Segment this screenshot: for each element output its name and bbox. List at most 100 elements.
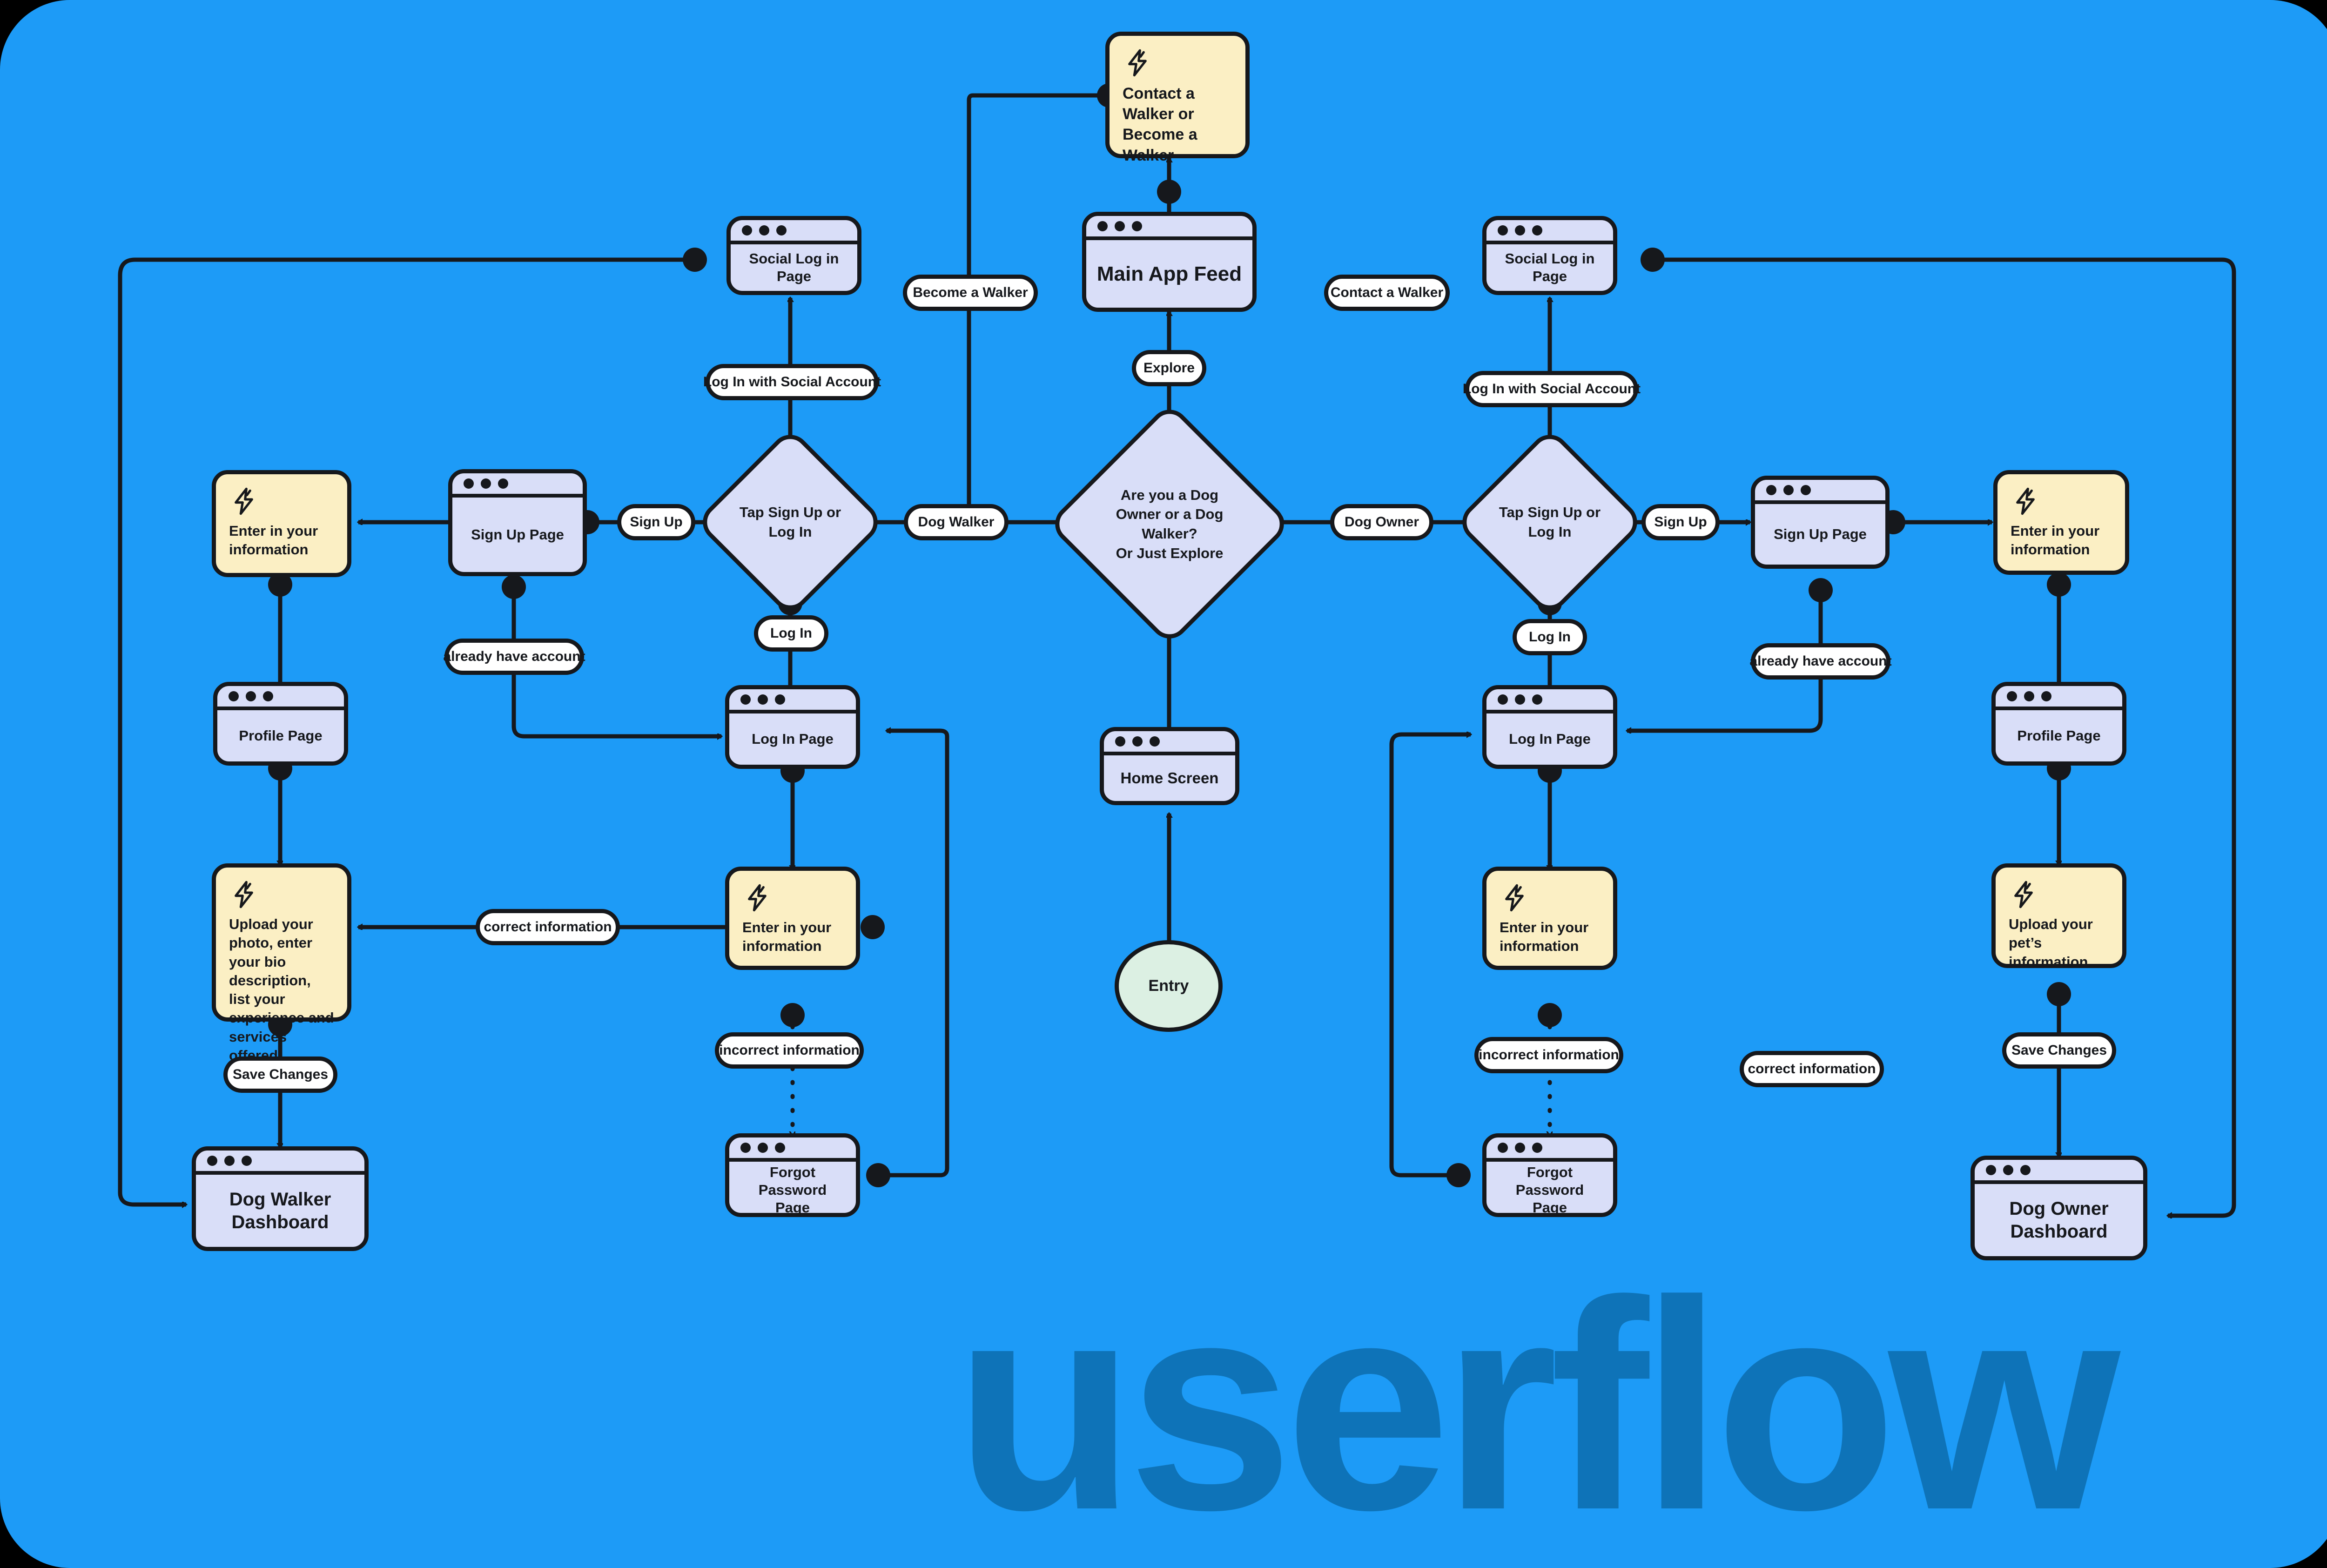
node-owner-enter-your-information-signup[interactable]: Enter in your information: [1993, 470, 2129, 575]
window-dot-icon: [1801, 485, 1811, 495]
window-dot-icon: [758, 694, 768, 705]
window-body: Dog Owner Dashboard: [1975, 1184, 2143, 1256]
node-label: Profile Page: [2017, 727, 2101, 744]
window-dot-icon: [1986, 1165, 1996, 1175]
lightning-bolt-icon: [1505, 884, 1524, 912]
window-body: Dog Walker Dashboard: [196, 1175, 364, 1247]
node-owner-forgot-password-page[interactable]: Forgot Password Page: [1482, 1133, 1617, 1217]
node-dog-walker-dashboard[interactable]: Dog Walker Dashboard: [192, 1146, 369, 1251]
window-dot-icon: [759, 225, 769, 236]
node-label: Enter in your information: [229, 523, 318, 558]
node-owner-social-login-page[interactable]: Social Log in Page: [1482, 216, 1617, 295]
edge-label-walker-already-have-account: already have account: [443, 639, 585, 675]
node-walker-forgot-password-page[interactable]: Forgot Password Page: [725, 1133, 860, 1217]
lightning-bolt-icon: [235, 881, 253, 908]
node-label: Social Log in Page: [749, 250, 839, 284]
window-titlebar: [1755, 480, 1885, 504]
window-body: Profile Page: [217, 710, 344, 761]
node-walker-enter-your-information-signup[interactable]: Enter in your information: [212, 470, 351, 577]
window-dot-icon: [742, 225, 752, 236]
window-dot-icon: [1532, 225, 1542, 236]
window-body: Social Log in Page: [1486, 244, 1613, 291]
node-entry[interactable]: Entry: [1115, 940, 1223, 1032]
window-body: Social Log in Page: [731, 244, 857, 291]
node-label: Entry: [1148, 977, 1189, 995]
node-owner-sign-up-page[interactable]: Sign Up Page: [1751, 476, 1890, 569]
edge-label-walker-log-in: Log In: [754, 615, 828, 652]
window-dot-icon: [1132, 736, 1143, 747]
window-dot-icon: [1498, 225, 1508, 236]
node-walker-upload-photo-bio-experience[interactable]: Upload your photo, enter your bio descri…: [212, 863, 351, 1063]
node-walker-enter-your-information-login[interactable]: Enter in your information: [725, 867, 860, 970]
edge-label-text: Log In: [1529, 629, 1571, 645]
window-body: Forgot Password Page: [1486, 1162, 1613, 1216]
edge-label-dog-walker: Dog Walker: [904, 504, 1009, 540]
edge-label-text: already have account: [443, 649, 585, 664]
node-label: Enter in your information: [1500, 919, 1589, 955]
window-dot-icon: [1498, 694, 1508, 705]
window-titlebar: [452, 473, 583, 498]
node-dog-owner-dashboard[interactable]: Dog Owner Dashboard: [1971, 1156, 2147, 1260]
node-walker-profile-page[interactable]: Profile Page: [213, 682, 348, 766]
edge-label-owner-already-have-account: already have account: [1749, 643, 1892, 680]
window-titlebar: [1104, 731, 1235, 755]
window-titlebar: [729, 1137, 856, 1162]
edge-label-dog-owner: Dog Owner: [1330, 504, 1433, 540]
edge-label-owner-correct-information: correct information: [1740, 1051, 1884, 1087]
node-label: Sign Up Page: [471, 526, 564, 543]
edge-label-walker-sign-up: Sign Up: [617, 504, 695, 540]
edge-label-contact-a-walker: Contact a Walker: [1324, 275, 1450, 311]
window-body: Profile Page: [1996, 710, 2122, 761]
window-body: Log In Page: [729, 713, 856, 765]
window-dot-icon: [207, 1156, 217, 1166]
window-titlebar: [1996, 686, 2122, 710]
window-body: Home Screen: [1104, 755, 1235, 801]
node-owner-tap-signup-or-login[interactable]: Tap Sign Up or Log In: [1454, 426, 1646, 618]
node-label: Are you a Dog Owner or a Dog Walker? Or …: [1116, 486, 1224, 561]
node-label: Tap Sign Up or Log In: [1499, 504, 1601, 540]
node-owner-profile-page[interactable]: Profile Page: [1991, 682, 2126, 766]
window-dot-icon: [1515, 1143, 1525, 1153]
node-walker-tap-signup-or-login[interactable]: Tap Sign Up or Log In: [694, 426, 886, 618]
edge-label-text: incorrect information: [719, 1043, 860, 1058]
window-dot-icon: [224, 1156, 235, 1166]
node-label: Social Log in Page: [1505, 250, 1595, 284]
window-dot-icon: [1515, 694, 1525, 705]
window-dot-icon: [1532, 694, 1542, 705]
node-main-app-feed[interactable]: Main App Feed: [1082, 212, 1257, 312]
node-label: Forgot Password Page: [1515, 1164, 1584, 1216]
node-label: Home Screen: [1120, 769, 1219, 787]
window-titlebar: [1975, 1160, 2143, 1184]
window-dot-icon: [481, 478, 491, 489]
node-contact-or-become-a-walker[interactable]: Contact a Walker or Become a Walker: [1105, 32, 1250, 164]
node-label: Forgot Password Page: [758, 1164, 827, 1216]
edge-label-walker-correct-information: correct information: [476, 909, 620, 945]
window-dot-icon: [498, 478, 508, 489]
window-dot-icon: [740, 1143, 751, 1153]
node-owner-enter-your-information-login[interactable]: Enter in your information: [1482, 867, 1617, 970]
edge-label-text: Log In with Social Account: [1462, 381, 1641, 397]
window-dot-icon: [1097, 221, 1108, 231]
node-label: Enter in your information: [2011, 523, 2100, 558]
node-decision-owner-walker-explore[interactable]: Are you a Dog Owner or a Dog Walker? Or …: [1047, 401, 1292, 647]
node-label: Main App Feed: [1096, 262, 1242, 285]
node-label: Enter in your information: [742, 919, 832, 955]
node-walker-log-in-page[interactable]: Log In Page: [725, 685, 860, 769]
node-walker-sign-up-page[interactable]: Sign Up Page: [448, 469, 587, 576]
lightning-bolt-icon: [2016, 487, 2035, 515]
edge-label-owner-log-in: Log In: [1513, 619, 1587, 655]
edge-label-walker-save-changes: Save Changes: [223, 1057, 337, 1093]
window-dot-icon: [775, 1143, 785, 1153]
edge-label-owner-incorrect-information: incorrect information: [1474, 1037, 1623, 1073]
window-dot-icon: [229, 691, 239, 701]
edge-label-text: Sign Up: [1654, 514, 1707, 530]
node-owner-log-in-page[interactable]: Log In Page: [1482, 685, 1617, 769]
node-owner-upload-pet-information[interactable]: Upload your pet’s information: [1991, 863, 2126, 970]
window-dot-icon: [2041, 691, 2051, 701]
node-home-screen[interactable]: Home Screen: [1100, 727, 1239, 805]
edge-label-owner-save-changes: Save Changes: [2002, 1032, 2116, 1069]
edge-label-text: Log In with Social Account: [703, 374, 881, 390]
window-dot-icon: [246, 691, 256, 701]
node-walker-social-login-page[interactable]: Social Log in Page: [726, 216, 861, 295]
